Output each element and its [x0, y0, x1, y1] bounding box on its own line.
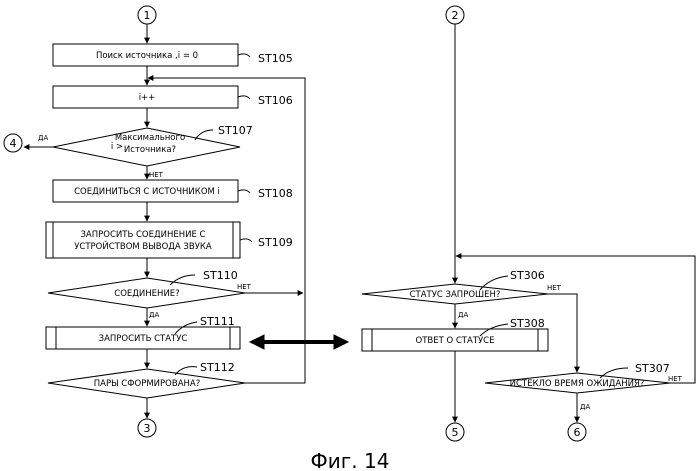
st108-text: СОЕДИНИТЬСЯ С ИСТОЧНИКОМ i: [74, 187, 220, 197]
connector-4-label: 4: [10, 137, 17, 150]
step-st109: ST109: [258, 236, 293, 249]
label-yes-st107: ДА: [38, 134, 48, 142]
st307-text: ИСТЕКЛО ВРЕМЯ ОЖИДАНИЯ?: [510, 379, 645, 389]
st110-text: СОЕДИНЕНИЕ?: [114, 289, 179, 299]
label-no-st306: НЕТ: [547, 284, 562, 292]
step-st308: ST308: [510, 317, 545, 330]
st112-text: ПАРЫ СФОРМИРОВАНА?: [94, 379, 200, 389]
connector-5-label: 5: [452, 426, 459, 439]
step-st106: ST106: [258, 94, 293, 107]
step-st107: ST107: [218, 124, 253, 137]
label-yes-st307: ДА: [580, 403, 590, 411]
step-st110: ST110: [203, 269, 238, 282]
st308-text: ОТВЕТ О СТАТУСЕ: [416, 336, 495, 346]
st109-text-b: УСТРОЙСТВОМ ВЫВОДА ЗВУКА: [74, 240, 212, 252]
label-yes-st110: ДА: [149, 311, 159, 319]
st306-text: СТАТУС ЗАПРОШЕН?: [410, 290, 501, 300]
label-yes-st306: ДА: [458, 311, 468, 319]
st109-text-a: ЗАПРОСИТЬ СОЕДИНЕНИЕ С: [80, 230, 205, 240]
figure-caption: Фиг. 14: [311, 449, 390, 471]
connector-1-label: 1: [144, 9, 151, 22]
st107-i-text: i >: [111, 142, 123, 152]
connector-3-label: 3: [144, 422, 151, 435]
label-no-st110: НЕТ: [237, 283, 252, 291]
double-arrow-left-head: [250, 335, 264, 349]
step-st307: ST307: [635, 362, 670, 375]
st106-text: i++: [139, 93, 156, 103]
label-no-st107: НЕТ: [149, 171, 164, 179]
box-st109: [46, 222, 240, 258]
double-arrow-right-head: [334, 335, 348, 349]
step-st105: ST105: [258, 52, 293, 65]
st107-text-b: Источника?: [124, 145, 176, 155]
step-st112: ST112: [200, 361, 235, 374]
st111-text: ЗАПРОСИТЬ СТАТУС: [99, 334, 188, 344]
connector-2-label: 2: [452, 9, 459, 22]
label-no-st307: НЕТ: [668, 375, 683, 383]
step-st111: ST111: [200, 315, 235, 328]
connector-6-label: 6: [574, 426, 581, 439]
step-st108: ST108: [258, 187, 293, 200]
step-st306: ST306: [510, 269, 545, 282]
st105-text: Поиск источника ,i = 0: [96, 51, 198, 61]
st107-text-a: Максимального: [115, 133, 185, 143]
